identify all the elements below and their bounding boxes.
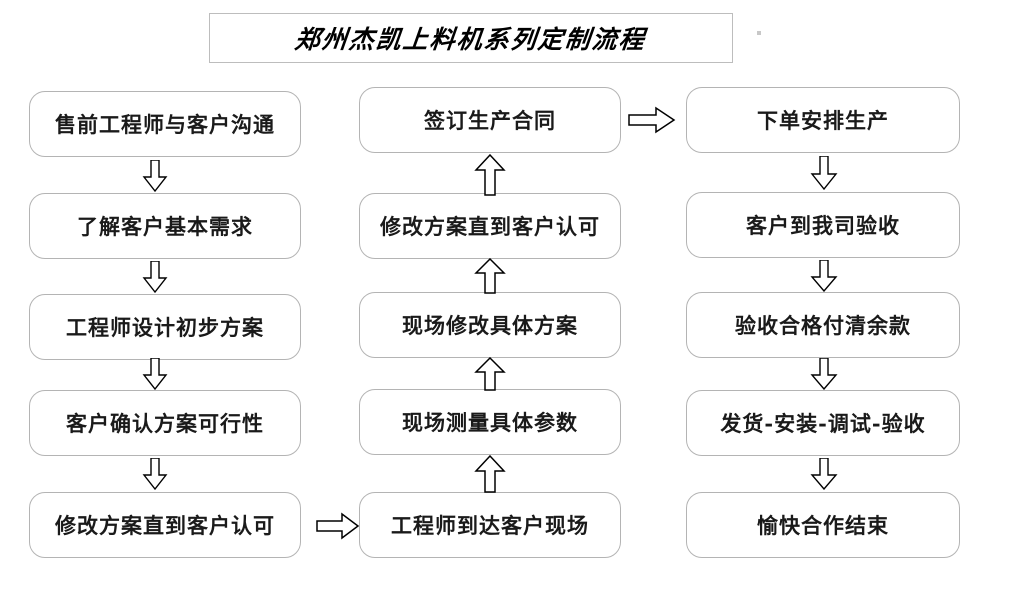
node-label: 客户确认方案可行性 xyxy=(66,411,264,436)
arrow-down-left-1 xyxy=(142,160,168,192)
node-label: 下单安排生产 xyxy=(757,108,889,133)
arrow-right-middle-to-right xyxy=(628,105,676,135)
node-right-3[interactable]: 验收合格付清余款 xyxy=(686,292,960,358)
arrow-up-middle-3 xyxy=(474,357,506,391)
arrow-down-left-2 xyxy=(142,261,168,293)
node-label: 现场修改具体方案 xyxy=(402,313,578,338)
node-label: 验收合格付清余款 xyxy=(735,313,911,338)
arrow-down-right-1 xyxy=(810,156,838,190)
node-left-5[interactable]: 修改方案直到客户认可 xyxy=(29,492,301,558)
node-right-1[interactable]: 下单安排生产 xyxy=(686,87,960,153)
node-middle-1[interactable]: 签订生产合同 xyxy=(359,87,621,153)
node-label: 工程师到达客户现场 xyxy=(391,513,589,538)
node-label: 修改方案直到客户认可 xyxy=(55,513,275,538)
arrow-up-middle-1 xyxy=(474,154,506,196)
node-middle-4[interactable]: 现场测量具体参数 xyxy=(359,389,621,455)
node-left-4[interactable]: 客户确认方案可行性 xyxy=(29,390,301,456)
node-middle-5[interactable]: 工程师到达客户现场 xyxy=(359,492,621,558)
node-label: 修改方案直到客户认可 xyxy=(380,214,600,239)
node-right-2[interactable]: 客户到我司验收 xyxy=(686,192,960,258)
chart-title-box: 郑州杰凯上料机系列定制流程 xyxy=(209,13,733,63)
arrow-down-right-4 xyxy=(810,458,838,490)
chart-title: 郑州杰凯上料机系列定制流程 xyxy=(293,25,648,54)
node-middle-2[interactable]: 修改方案直到客户认可 xyxy=(359,193,621,259)
node-left-1[interactable]: 售前工程师与客户沟通 xyxy=(29,91,301,157)
arrow-down-right-2 xyxy=(810,260,838,292)
node-label: 签订生产合同 xyxy=(424,108,556,133)
node-right-4[interactable]: 发货-安装-调试-验收 xyxy=(686,390,960,456)
arrow-down-left-3 xyxy=(142,358,168,390)
arrow-down-right-3 xyxy=(810,358,838,390)
arrow-down-left-4 xyxy=(142,458,168,490)
node-right-5[interactable]: 愉快合作结束 xyxy=(686,492,960,558)
node-label: 工程师设计初步方案 xyxy=(66,315,264,340)
node-label: 客户到我司验收 xyxy=(746,213,900,238)
node-left-3[interactable]: 工程师设计初步方案 xyxy=(29,294,301,360)
node-left-2[interactable]: 了解客户基本需求 xyxy=(29,193,301,259)
node-label: 现场测量具体参数 xyxy=(402,410,578,435)
node-label: 售前工程师与客户沟通 xyxy=(55,112,275,137)
node-middle-3[interactable]: 现场修改具体方案 xyxy=(359,292,621,358)
arrow-up-middle-2 xyxy=(474,258,506,294)
node-label: 了解客户基本需求 xyxy=(77,214,253,239)
node-label: 发货-安装-调试-验收 xyxy=(720,411,926,436)
arrow-right-left-to-middle xyxy=(316,511,360,541)
arrow-up-middle-4 xyxy=(474,455,506,493)
node-label: 愉快合作结束 xyxy=(757,513,889,538)
stray-mark xyxy=(757,31,761,35)
